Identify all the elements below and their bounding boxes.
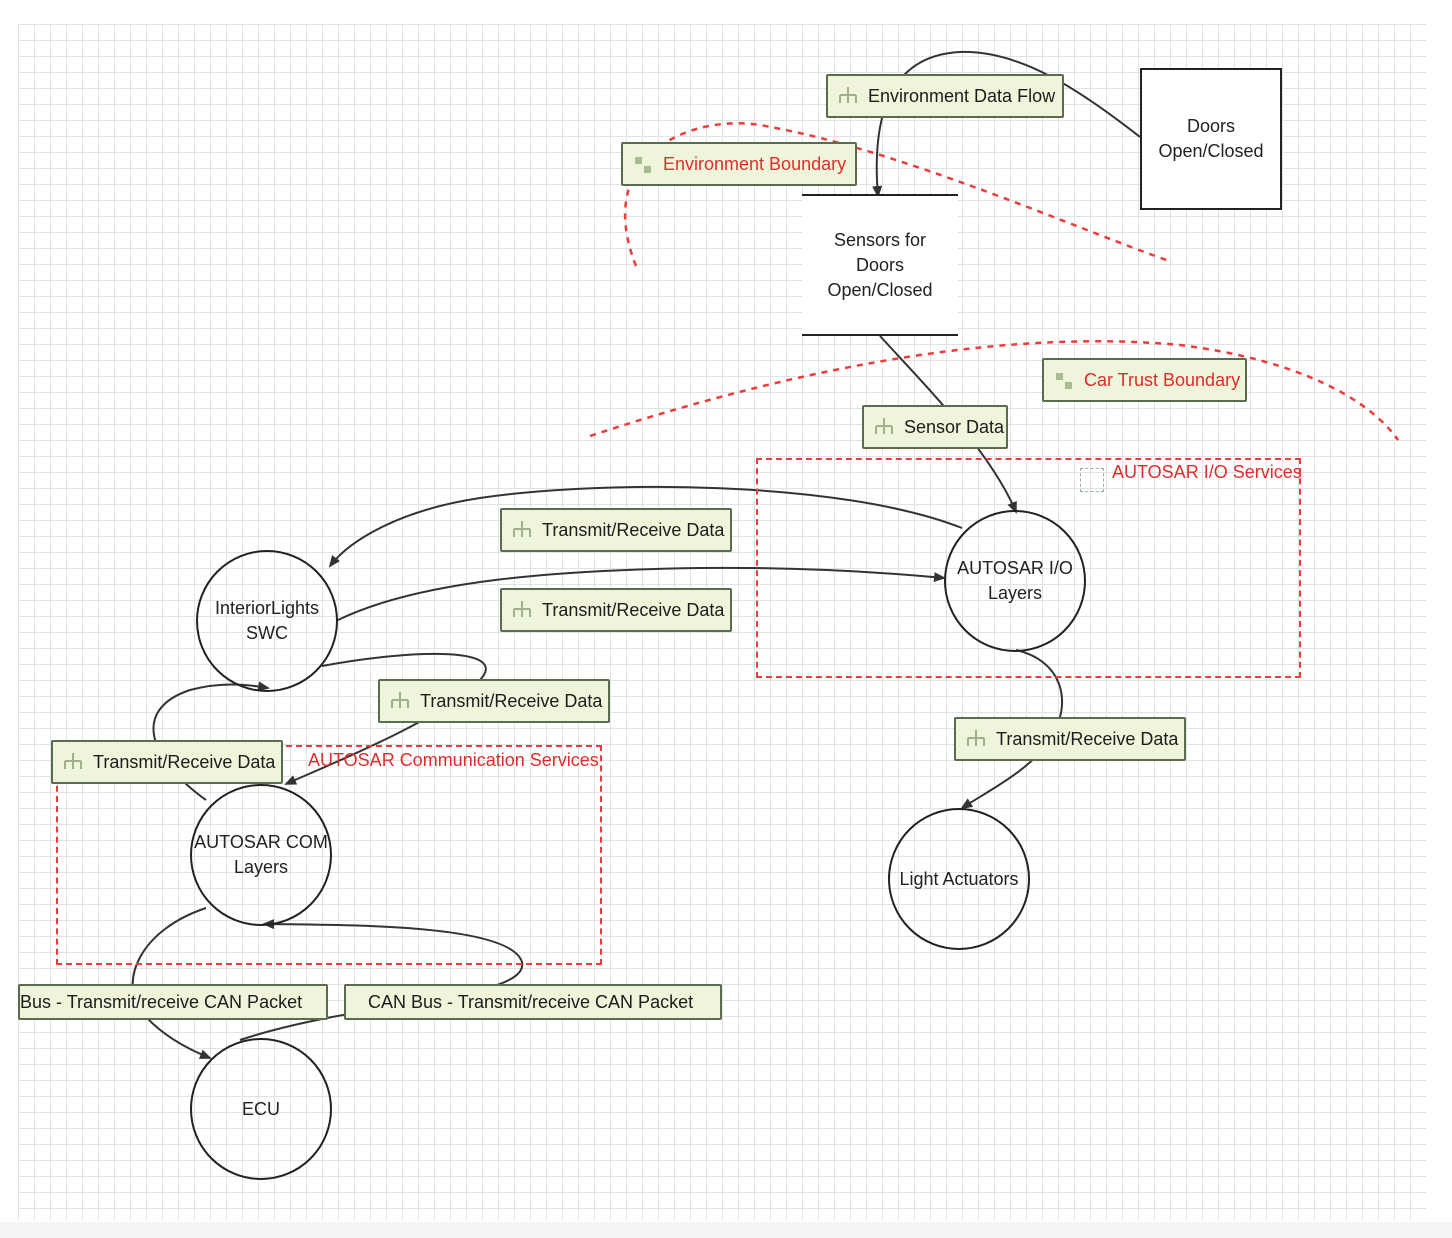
autosar-io-label: AUTOSAR I/O Layers (957, 558, 1073, 603)
light-actuators-label: Light Actuators (899, 868, 1019, 889)
dataflow-icon (391, 692, 409, 708)
boundary-icon (635, 157, 651, 173)
dataflow-icon (513, 521, 531, 537)
dataflow-icon (967, 730, 985, 746)
autosar-communication-services-boundary[interactable] (56, 745, 602, 965)
dataflow-icon (839, 87, 857, 103)
dataflow-icon (64, 753, 82, 769)
interior-lights-label: InteriorLights SWC (214, 598, 320, 643)
flow-line-io-to-swc[interactable] (328, 485, 963, 568)
dataflow-icon (875, 418, 893, 434)
transmit-receive-data-label-4[interactable]: Transmit/Receive Data (51, 740, 283, 784)
sensors-label: Sensors for Doors Open/Closed (827, 229, 933, 300)
ecu-process[interactable]: ECU (190, 1038, 332, 1180)
canvas-bottom-edge (0, 1222, 1452, 1238)
can-packet-flow-label-left[interactable]: Bus - Transmit/receive CAN Packet (18, 984, 328, 1020)
autosar-communication-services-label: AUTOSAR Communication Services (308, 750, 599, 770)
sensors-data-store[interactable]: Sensors for Doors Open/Closed (802, 194, 958, 336)
transmit-receive-data-label-2[interactable]: Transmit/Receive Data (500, 588, 732, 632)
light-actuators-process[interactable]: Light Actuators (888, 808, 1030, 950)
environment-boundary-label[interactable]: Environment Boundary (621, 142, 857, 186)
autosar-io-services-label: AUTOSAR I/O Services (1112, 462, 1302, 482)
ecu-label: ECU (241, 1098, 280, 1119)
can-packet-flow-label-right[interactable]: CAN Bus - Transmit/receive CAN Packet (344, 984, 722, 1020)
flow-line-environment-data[interactable] (872, 50, 1141, 198)
sensor-data-flow-label[interactable]: Sensor Data (862, 405, 1008, 449)
flow-line-swc-to-io[interactable] (337, 566, 946, 621)
interior-lights-swc-process[interactable]: InteriorLights SWC (196, 550, 338, 692)
autosar-io-services-boundary[interactable] (756, 458, 1301, 678)
autosar-com-layers-process[interactable]: AUTOSAR COM Layers (190, 784, 332, 926)
doors-external-entity[interactable]: Doors Open/Closed (1140, 68, 1282, 210)
car-trust-boundary-curve[interactable] (589, 340, 1400, 441)
boundary-square-icon (1080, 468, 1104, 492)
autosar-com-label: AUTOSAR COM Layers (194, 832, 328, 877)
dataflow-icon (513, 601, 531, 617)
autosar-io-layers-process[interactable]: AUTOSAR I/O Layers (944, 510, 1086, 652)
environment-data-flow-label[interactable]: Environment Data Flow (826, 74, 1064, 118)
transmit-receive-data-label-1[interactable]: Transmit/Receive Data (500, 508, 732, 552)
transmit-receive-data-label-3[interactable]: Transmit/Receive Data (378, 679, 610, 723)
doors-label: Doors Open/Closed (1158, 116, 1264, 161)
boundary-icon (1056, 373, 1072, 389)
car-trust-boundary-label[interactable]: Car Trust Boundary (1042, 358, 1247, 402)
transmit-receive-data-label-5[interactable]: Transmit/Receive Data (954, 717, 1186, 761)
